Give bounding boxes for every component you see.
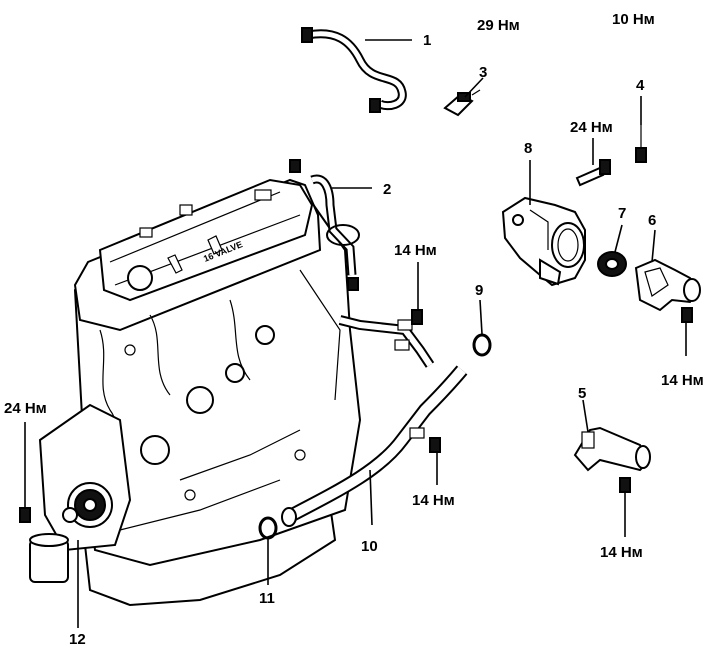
callout-8: 8 bbox=[524, 140, 532, 157]
torque-pipe-bolt: 14 Нм bbox=[394, 242, 437, 259]
callout-1: 1 bbox=[423, 32, 431, 49]
callout-2: 2 bbox=[383, 181, 391, 198]
bolt-part-4 bbox=[635, 125, 647, 163]
callout-10: 10 bbox=[361, 538, 378, 555]
torque-part-6-bolt: 14 Нм bbox=[661, 372, 704, 389]
callout-7: 7 bbox=[618, 205, 626, 222]
torque-pump-bolt: 24 Нм bbox=[4, 400, 47, 417]
torque-bolt-top: 24 Нм bbox=[570, 119, 613, 136]
callout-11: 11 bbox=[259, 590, 275, 607]
part-10-water-pipe bbox=[281, 315, 468, 527]
callout-4: 4 bbox=[636, 77, 645, 94]
callout-3: 3 bbox=[479, 64, 487, 81]
callout-5: 5 bbox=[578, 385, 586, 402]
bolt-24nm-pump bbox=[19, 507, 31, 523]
part-8-thermostat-housing bbox=[501, 196, 586, 287]
engine-block bbox=[29, 178, 362, 607]
callout-9: 9 bbox=[475, 282, 483, 299]
torque-part-5-bolt: 14 Нм bbox=[600, 544, 643, 561]
part-3-temperature-sensor bbox=[443, 89, 481, 117]
bolt-24nm-top bbox=[575, 159, 611, 187]
part-6-water-outlet bbox=[634, 258, 701, 312]
torque-part-3: 29 Нм bbox=[477, 17, 520, 34]
part-1-hose bbox=[301, 27, 407, 113]
part-5-fitting bbox=[573, 426, 651, 472]
bolt-14nm-part6 bbox=[681, 307, 693, 323]
torque-pipe-lower-bolt: 14 Нм bbox=[412, 492, 455, 509]
part-7-thermostat bbox=[597, 251, 627, 277]
part-9-o-ring bbox=[472, 333, 492, 357]
part-2-hose bbox=[289, 159, 360, 291]
bolt-14nm-pipe-lower bbox=[429, 437, 441, 453]
torque-part-4: 10 Нм bbox=[612, 11, 655, 28]
callout-6: 6 bbox=[648, 212, 656, 229]
leader-lines bbox=[24, 39, 687, 628]
callout-12: 12 bbox=[69, 631, 86, 648]
bolt-14nm-part5 bbox=[619, 477, 631, 493]
bolt-14nm-pipe bbox=[411, 309, 423, 325]
